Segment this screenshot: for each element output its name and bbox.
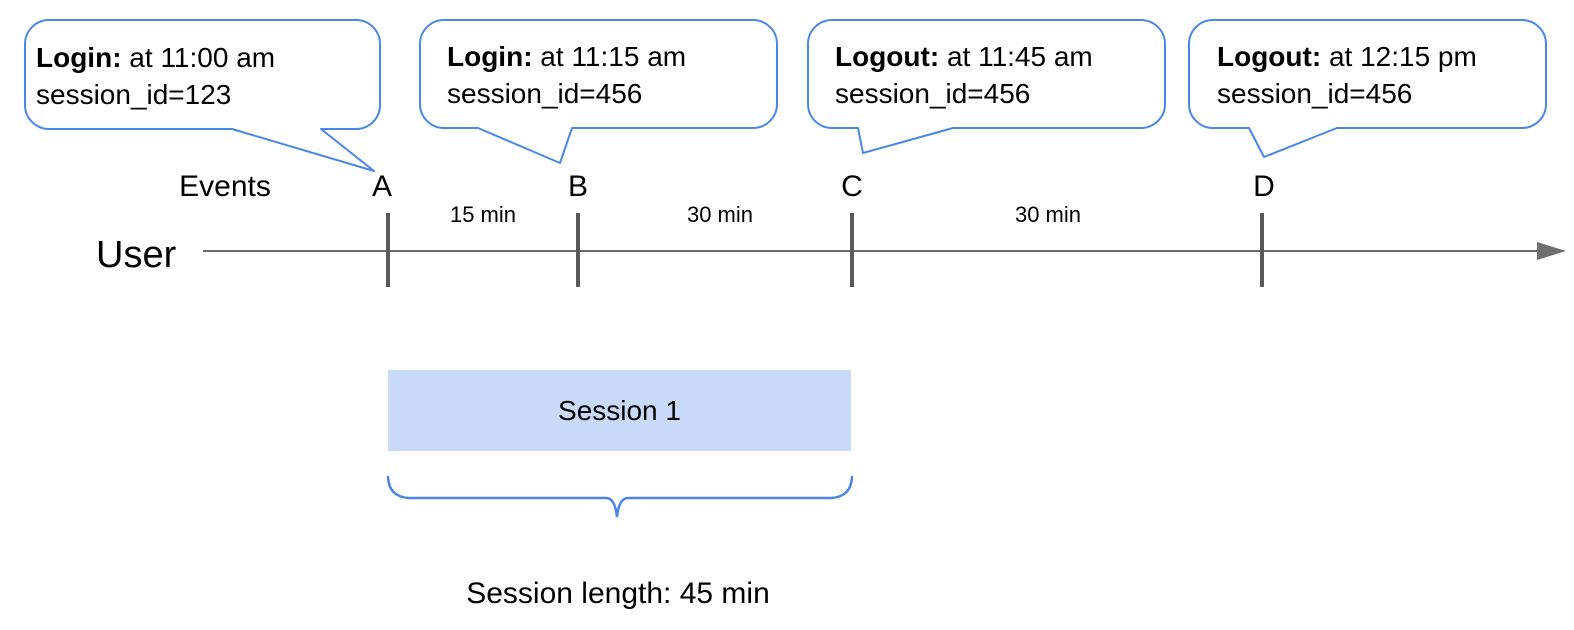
callout-text-logout-c: Logout: at 11:45 am session_id=456 <box>835 38 1093 112</box>
marker-label-b: B <box>567 170 588 203</box>
interval-label-ab: 15 min <box>449 202 517 227</box>
session-id-line: session_id=456 <box>835 78 1031 109</box>
event-line: Login: at 11:00 am <box>36 39 275 76</box>
session-id-line: session_id=456 <box>1217 78 1413 109</box>
session-1-label: Session 1 <box>558 394 681 426</box>
speech-bubble-outline <box>807 19 1166 154</box>
callout-text-login-a: Login: at 11:00 am session_id=123 <box>36 39 275 113</box>
session-id-line: session_id=456 <box>447 78 643 109</box>
callout-bubble-login-a <box>24 19 381 172</box>
event-time: at 12:15 pm <box>1321 41 1477 72</box>
speech-bubble-outline <box>419 19 778 164</box>
speech-bubble-outline <box>1188 19 1547 158</box>
event-line: Logout: at 11:45 am <box>835 38 1093 75</box>
event-time: at 11:15 am <box>532 41 687 72</box>
event-time: at 11:45 am <box>939 41 1093 72</box>
event-time: at 11:00 am <box>121 42 276 73</box>
session-1-band: Session 1 <box>388 370 851 451</box>
callout-bubble-logout-d <box>1188 19 1547 158</box>
events-row-label: Events <box>179 170 271 203</box>
speech-bubble-outline <box>24 19 381 172</box>
callout-bubble-login-b <box>419 19 778 164</box>
callout-text-login-b: Login: at 11:15 am session_id=456 <box>447 38 686 112</box>
timeline-arrowhead-icon <box>1537 242 1566 260</box>
marker-label-c: C <box>841 170 863 203</box>
session-length-brace <box>386 475 854 518</box>
callout-text-logout-d: Logout: at 12:15 pm session_id=456 <box>1217 38 1477 112</box>
user-axis-label: User <box>96 234 177 276</box>
event-type: Login: <box>447 41 533 72</box>
interval-label-bc: 30 min <box>686 202 754 227</box>
event-type: Logout: <box>1217 41 1322 72</box>
marker-label-d: D <box>1253 170 1275 203</box>
event-line: Logout: at 12:15 pm <box>1217 38 1477 75</box>
session-id-line: session_id=123 <box>36 79 232 110</box>
event-line: Login: at 11:15 am <box>447 38 686 75</box>
callout-bubble-logout-c <box>807 19 1166 154</box>
interval-label-cd: 30 min <box>1014 202 1082 227</box>
session-length-caption: Session length: 45 min <box>466 577 770 610</box>
marker-label-a: A <box>371 170 392 203</box>
event-type: Logout: <box>835 41 940 72</box>
event-type: Login: <box>36 42 122 73</box>
